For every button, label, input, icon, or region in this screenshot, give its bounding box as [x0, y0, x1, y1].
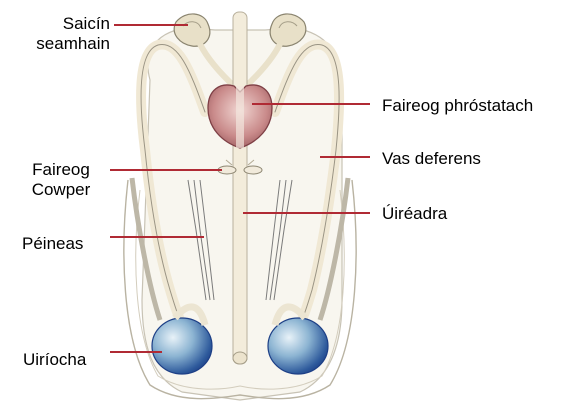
label-urethra: Úiréadra [382, 204, 447, 224]
label-cowper: Faireog Cowper [14, 160, 108, 200]
label-vas-deferens: Vas deferens [382, 149, 481, 169]
urethra-tube [233, 12, 247, 364]
label-penis: Péineas [22, 234, 83, 254]
label-seminal-vesicle-line2: seamhain [20, 34, 110, 54]
label-seminal-vesicle: Saicín seamhain [20, 14, 110, 54]
label-seminal-vesicle-line1: Saicín [20, 14, 110, 34]
testicle-right [268, 318, 328, 374]
label-cowper-line2: Cowper [14, 180, 108, 200]
label-prostate: Faireog phróstatach [382, 96, 533, 116]
label-cowper-line1: Faireog [14, 160, 108, 180]
label-testicle: Uiríocha [23, 350, 86, 370]
testicle-left [152, 318, 212, 374]
cowper-gland-right [244, 166, 262, 174]
